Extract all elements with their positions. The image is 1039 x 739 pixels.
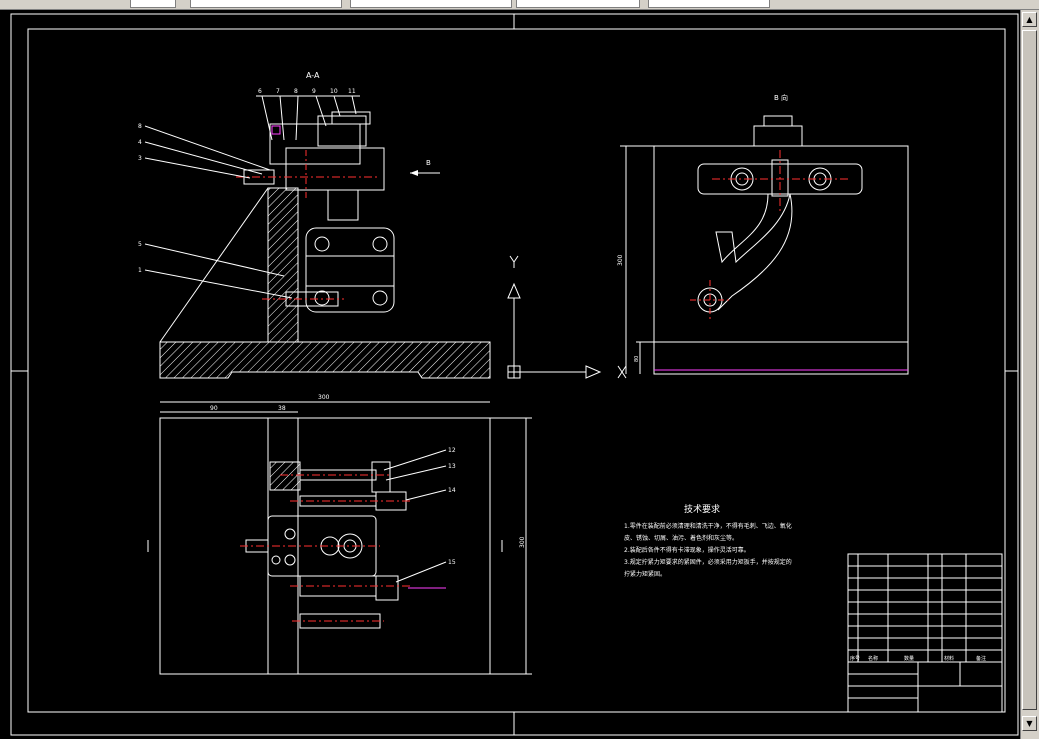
dimension-depth: 300 <box>519 536 526 548</box>
part-number: 14 <box>448 487 456 494</box>
part-number: 5 <box>138 241 142 248</box>
dimension-height: 300 <box>617 254 624 266</box>
part-number: 7 <box>276 88 280 95</box>
header-name: 名称 <box>868 655 878 662</box>
header-material: 材料 <box>944 655 954 662</box>
scroll-down-icon[interactable]: ▼ <box>1022 716 1037 731</box>
tech-line: 1.零件在装配前必须清理和清洗干净，不得有毛刺、飞边、氧化 <box>624 522 792 530</box>
dimension-small: 80 <box>634 356 640 362</box>
dimension-offset: 38 <box>278 405 286 412</box>
section-label: A-A <box>306 71 320 80</box>
drawing-canvas[interactable]: A-A B <box>0 10 1020 739</box>
tech-title: 技术要求 <box>684 503 720 515</box>
view-b-label: B 向 <box>774 93 788 102</box>
part-number: 8 <box>294 88 298 95</box>
scroll-thumb[interactable] <box>1022 30 1037 710</box>
title-block-header: 序号 名称 数量 材料 备注 <box>850 655 986 662</box>
dimension-overall-width: 300 <box>318 394 330 401</box>
part-number: 11 <box>348 88 356 95</box>
toolbar-icons[interactable] <box>130 0 176 8</box>
header-seq: 序号 <box>850 655 860 662</box>
part-number: 15 <box>448 559 456 566</box>
tech-line: 2.装配后各件不得有卡滞现象，操作灵活可靠。 <box>624 546 750 554</box>
part-number: 3 <box>138 155 142 162</box>
view-b-arrow-label: B <box>426 159 431 167</box>
vertical-scrollbar[interactable]: ▲ ▼ <box>1020 10 1039 739</box>
view-b: B 向 300 80 <box>617 93 909 375</box>
plotstyle-dropdown[interactable] <box>648 0 770 8</box>
sheet-border <box>10 13 1019 736</box>
tech-line: 3.规定拧紧力矩要求的紧固件，必须采用力矩扳手，并按规定的 <box>624 558 792 566</box>
part-number: 6 <box>258 88 262 95</box>
part-numbers-top: 6 7 8 9 10 11 <box>258 88 356 95</box>
ucs-axis-icon <box>507 255 627 379</box>
part-number: 10 <box>330 88 338 95</box>
part-number: 12 <box>448 447 456 454</box>
lineweight-dropdown[interactable] <box>516 0 640 8</box>
scroll-up-icon[interactable]: ▲ <box>1022 12 1037 27</box>
top-view: 300 90 38 300 <box>147 394 532 675</box>
linetype-dropdown[interactable] <box>350 0 512 8</box>
header-qty: 数量 <box>904 655 914 662</box>
toolbar-strip <box>0 0 1039 10</box>
dimension-left-width: 90 <box>210 405 218 412</box>
part-numbers-bottom: 12 13 14 15 <box>448 447 456 566</box>
technical-requirements: 技术要求 1.零件在装配前必须清理和清洗干净，不得有毛刺、飞边、氧化 皮、锈蚀、… <box>624 503 792 578</box>
tech-line: 皮、锈蚀、切屑、油污、着色剂和灰尘等。 <box>624 534 738 542</box>
section-view-aa: A-A B <box>144 71 491 379</box>
part-number: 4 <box>138 139 142 146</box>
layer-dropdown[interactable] <box>190 0 342 8</box>
header-note: 备注 <box>976 655 986 662</box>
part-number: 9 <box>312 88 316 95</box>
part-number: 8 <box>138 123 142 130</box>
part-numbers-left: 8 4 3 5 1 <box>138 123 142 274</box>
title-block <box>847 553 1003 713</box>
tech-line: 拧紧力矩紧固。 <box>624 570 666 578</box>
part-number: 1 <box>138 267 142 274</box>
part-number: 13 <box>448 463 456 470</box>
